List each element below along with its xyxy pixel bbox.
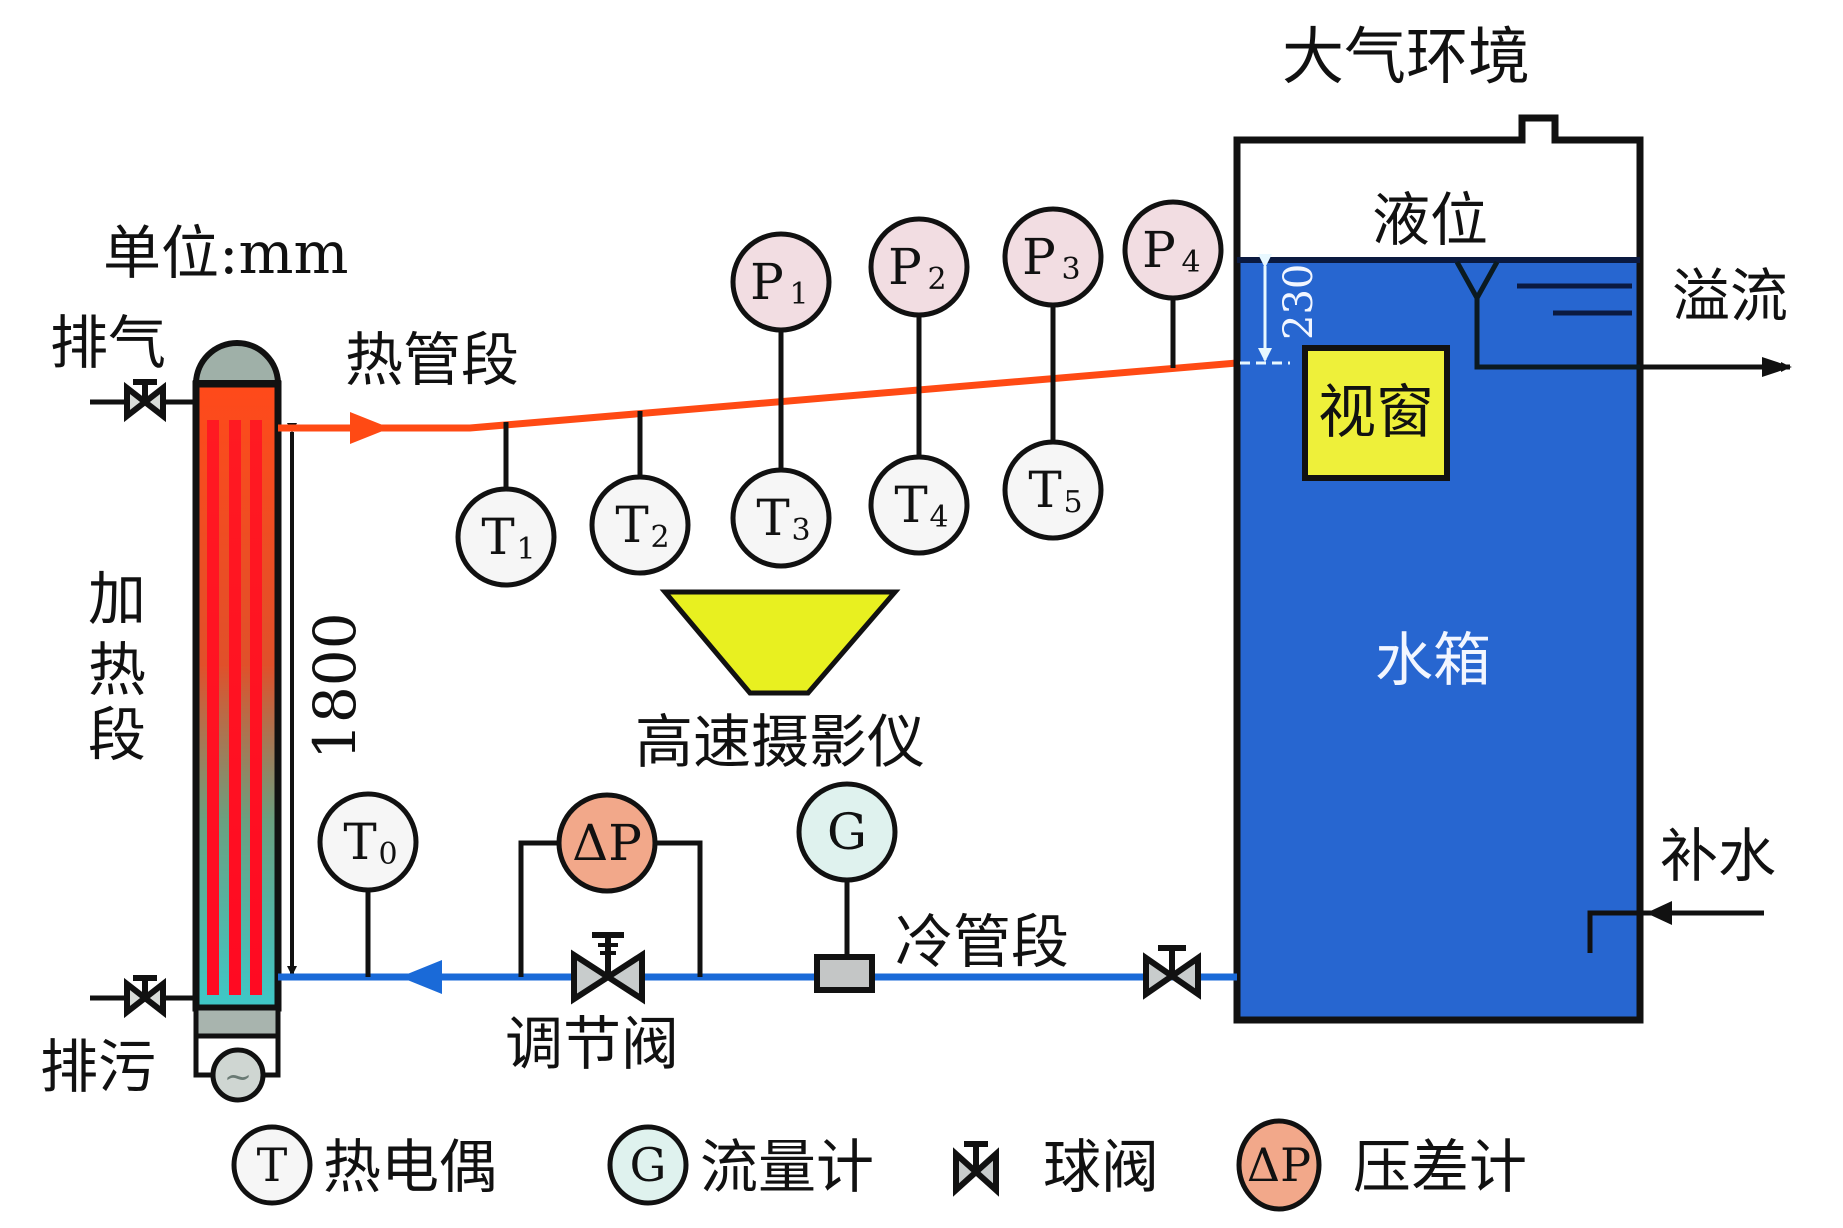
thermocouple-index: 0 (378, 837, 397, 872)
legend: T 热电偶 G 流量计 球阀 ΔP 压差计 (231, 1118, 1527, 1212)
pressure-sensor-symbol: P (1022, 228, 1056, 286)
flow-meter-symbol: G (827, 803, 867, 861)
diff-pressure-icon (1236, 1118, 1322, 1212)
legend-label: 球阀 (1043, 1133, 1159, 1201)
flow-meter[interactable]: G (796, 781, 898, 883)
pressure-sensor[interactable]: P 2 (868, 216, 970, 318)
heating-label-2: 热 (88, 636, 146, 704)
flowmeter-icon (607, 1124, 689, 1206)
thermocouple-symbol: T (756, 489, 789, 547)
heater-dome (193, 340, 281, 386)
ac-power-icon (210, 1047, 266, 1103)
thermocouple-index: 2 (650, 520, 669, 555)
makeup-pipe (1587, 910, 1764, 953)
pressure-sensor[interactable]: P 4 (1122, 199, 1224, 301)
heating-label-1: 加 (88, 565, 146, 633)
thermocouple[interactable]: T 5 (1002, 439, 1104, 541)
thermocouple-symbol: T (481, 508, 514, 566)
pressure-sensor-symbol: P (888, 238, 922, 296)
thermocouple[interactable]: T 2 (589, 474, 691, 576)
thermocouple[interactable]: T 3 (730, 467, 832, 569)
pressure-sensor-index: 4 (1181, 245, 1200, 280)
drain-label: 排污 (40, 1033, 156, 1101)
pressure-sensor-symbol: P (750, 253, 784, 311)
legend-label: 热电偶 (323, 1133, 497, 1201)
camera-label: 高速摄影仪 (635, 708, 925, 776)
heater-rod (207, 420, 219, 995)
control-valve-icon[interactable] (571, 932, 645, 1005)
pressure-sensor[interactable]: P 3 (1002, 206, 1104, 308)
thermocouple-index: 5 (1063, 485, 1082, 520)
dp-bypass-line (518, 840, 703, 977)
drain-valve-icon[interactable] (124, 975, 166, 1019)
overflow-arrow-icon (1762, 357, 1792, 377)
thermocouple-symbol: T (343, 813, 376, 871)
cold-flow-arrow-icon (400, 960, 442, 994)
heater-rod (250, 420, 262, 995)
legend-label: 压差计 (1353, 1133, 1527, 1201)
hot-leg-pipe (278, 359, 1238, 432)
sensor-stems (503, 298, 1176, 489)
tank-outline (1233, 114, 1644, 1024)
thermocouple-symbol: T (615, 496, 648, 554)
overflow-label: 溢流 (1672, 262, 1788, 330)
makeup-arrow-icon (1646, 901, 1672, 925)
hot-leg-label: 热管段 (345, 326, 519, 394)
hot-flow-arrow-icon (350, 412, 390, 444)
height-dimension-label: 1800 (301, 612, 369, 760)
camera-icon (659, 589, 901, 696)
thermocouple-symbol: T (894, 476, 927, 534)
power-frame (193, 1036, 281, 1078)
vent-valve-icon[interactable] (124, 379, 166, 423)
thermocouple-index: 1 (516, 532, 535, 567)
inlet-thermocouple[interactable]: T 0 (317, 791, 419, 893)
thermocouple[interactable]: T 1 (455, 486, 557, 588)
diff-pressure-gauge[interactable]: ΔP (556, 792, 658, 894)
view-window (1302, 345, 1450, 481)
heating-label-3: 段 (88, 701, 146, 769)
legend-symbol: ΔP (1247, 1138, 1311, 1192)
control-valve-label: 调节阀 (505, 1010, 679, 1078)
overflow-funnel (1454, 260, 1640, 370)
pressure-sensor-symbol: P (1142, 221, 1176, 279)
legend-item-diff-pressure: ΔP 压差计 (1236, 1118, 1527, 1212)
heater-rod (229, 420, 241, 995)
flowmeter-body (814, 954, 875, 993)
thermocouple-icon (231, 1124, 313, 1206)
heater-base (193, 1005, 281, 1039)
thermocouple-index: 4 (929, 500, 948, 535)
pressure-sensor-index: 1 (789, 277, 808, 312)
heating-section: ~ (192, 340, 282, 1103)
vent-label: 排气 (50, 309, 166, 377)
water-tank: 视窗 230 水箱 (1233, 114, 1644, 1024)
ac-symbol: ~ (224, 1057, 253, 1097)
view-window-label: 视窗 (1318, 378, 1434, 446)
ball-valve-icon (953, 1141, 999, 1197)
pressure-sensor-index: 2 (927, 262, 946, 297)
depth-dimension-label: 230 (1276, 264, 1322, 340)
cold-leg-label: 冷管段 (895, 908, 1069, 976)
makeup-water-label: 补水 (1660, 822, 1776, 890)
atmosphere-label: 大气环境 (1282, 20, 1530, 93)
pressure-sensor-index: 3 (1061, 252, 1080, 287)
legend-item-thermocouple: T 热电偶 (231, 1124, 497, 1206)
tank-outlet-valve-icon[interactable] (1143, 945, 1201, 1000)
diff-pressure-symbol: ΔP (572, 814, 642, 872)
unit-label: 单位:mm (103, 219, 349, 287)
thermocouple-symbol: T (1028, 461, 1061, 519)
legend-symbol: T (257, 1138, 288, 1192)
liquid-level-label: 液位 (1372, 186, 1488, 254)
legend-item-ball-valve: 球阀 (953, 1133, 1159, 1201)
legend-item-flowmeter: G 流量计 (607, 1124, 874, 1206)
legend-symbol: G (630, 1138, 667, 1192)
tank-label: 水箱 (1375, 626, 1491, 694)
legend-label: 流量计 (700, 1133, 874, 1201)
thermocouple-index: 3 (791, 513, 810, 548)
pressure-sensor[interactable]: P 1 (730, 231, 832, 333)
thermocouple[interactable]: T 4 (868, 454, 970, 556)
